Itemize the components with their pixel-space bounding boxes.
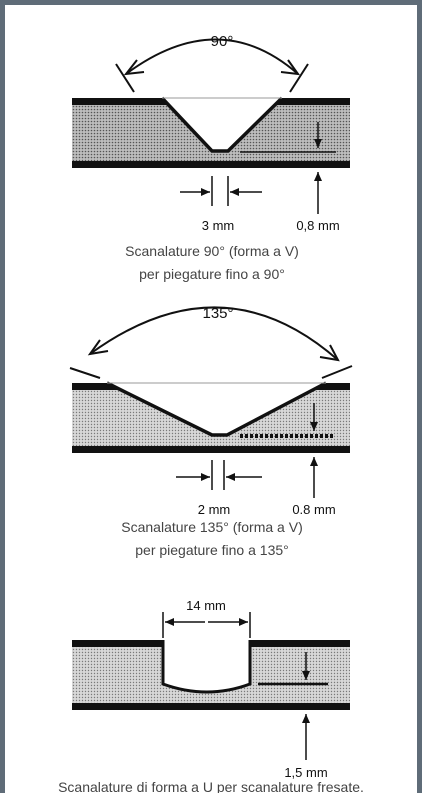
angle-arc-head-left [123,59,145,76]
u-groove-edge [161,640,252,694]
depth-label: 0,8 mm [296,218,339,233]
angle-arc [125,38,299,75]
diagram-v-groove-90: 90° 3 mm 0,8 mm Scanalature 90° (forma a… [72,33,350,282]
angle-arc-head-right [319,344,340,362]
bottom-skin [72,703,350,710]
diagram-v-groove-135: 135° 2 mm 0.8 mm Scanalature 135° (forma… [69,305,353,558]
width-label: 14 mm [186,598,226,613]
width-label: 3 mm [202,218,235,233]
angle-leg-right [321,365,353,379]
u-groove [163,640,250,692]
v-groove [107,383,326,435]
angle-label: 90° [211,33,234,50]
caption-line-1: Scanalature 135° (forma a V) [121,519,302,535]
angle-arc-head-left [87,339,109,356]
v-groove [162,98,282,151]
bottom-skin [72,446,350,453]
caption-line-1: Scanalature 90° (forma a V) [125,243,299,259]
caption: Scanalature di forma a U per scanalature… [58,779,364,793]
v-groove-edge [160,96,284,153]
angle-arc [89,306,339,361]
depth-label: 1,5 mm [284,765,327,780]
angle-arc-head-right [280,59,301,76]
angle-leg-right [289,63,309,93]
bottom-skin [72,161,350,168]
caption-line-2: per piegature fino a 90° [139,266,285,282]
angle-label: 135° [202,305,233,322]
caption-line-2: per piegature fino a 135° [135,542,289,558]
width-label: 2 mm [198,502,231,517]
diagram-u-groove: 14 mm 1,5 mm Scanalature di forma a U pe… [58,598,364,793]
angle-leg-left [69,367,101,379]
v-groove-edge [106,381,327,437]
depth-label: 0.8 mm [292,502,335,517]
angle-leg-left [115,63,135,93]
